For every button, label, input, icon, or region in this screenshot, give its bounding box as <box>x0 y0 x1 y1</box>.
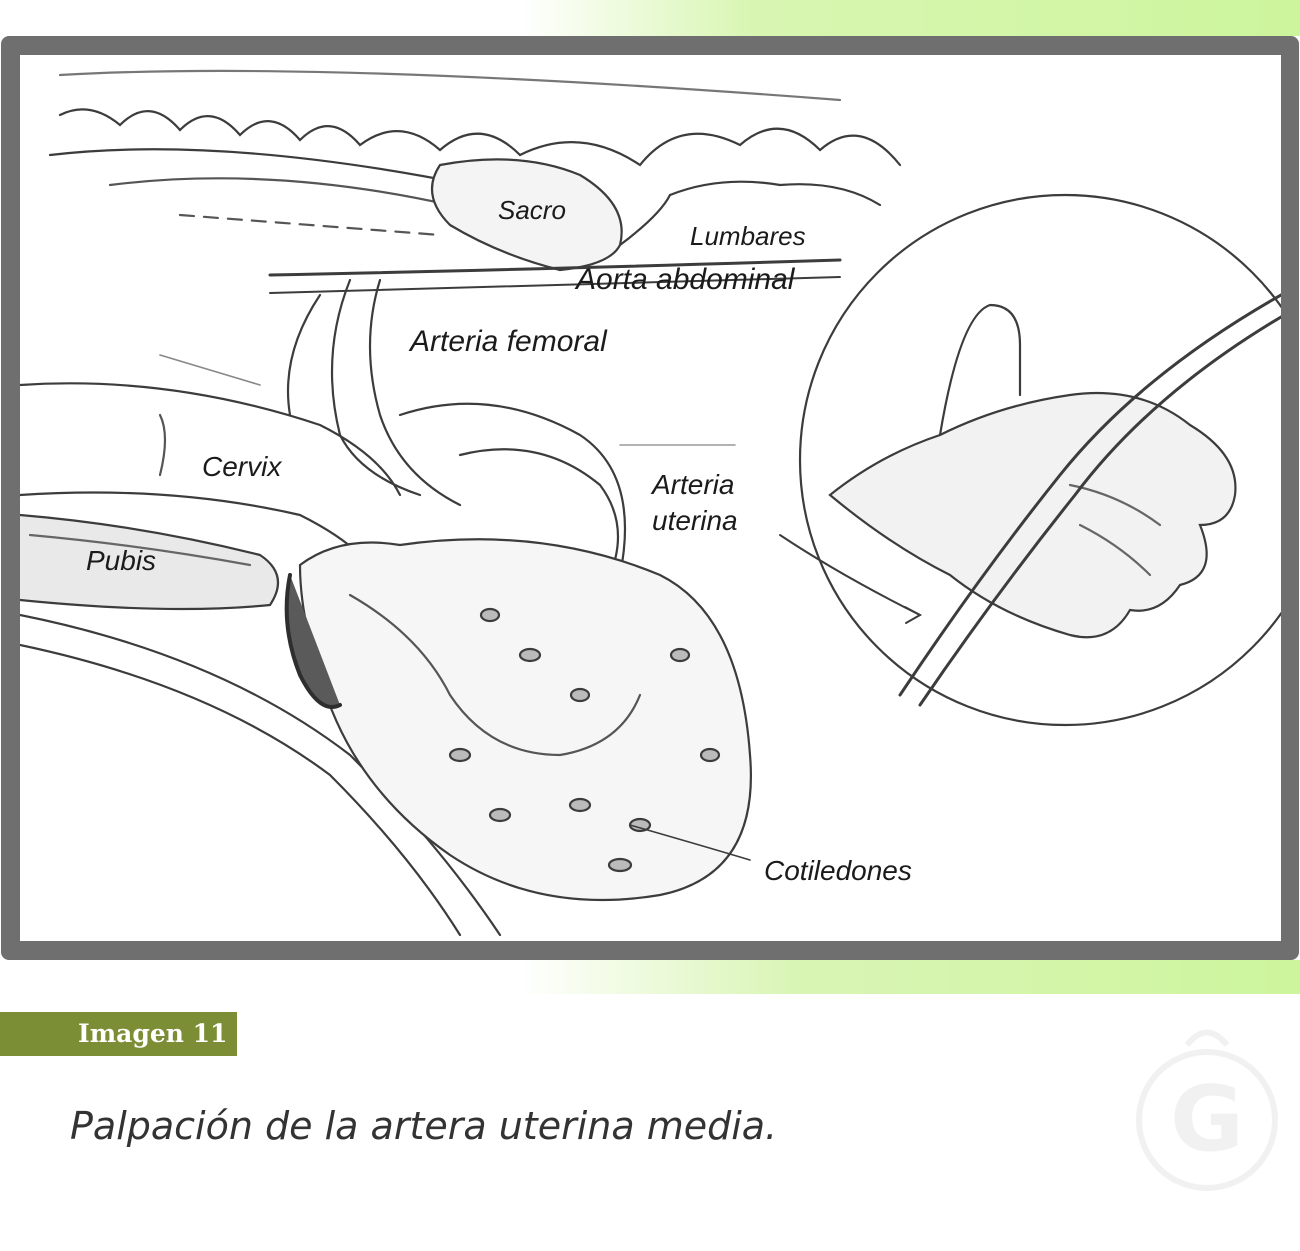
label-lumbares: Lumbares <box>690 221 806 251</box>
figure-number-label: Imagen 11 <box>78 1019 228 1048</box>
anatomy-illustration: Sacro Lumbares Aorta abdominal Arteria f… <box>20 55 1281 941</box>
label-pubis: Pubis <box>86 545 157 576</box>
label-arteria-uterina-line1: Arteria <box>652 469 735 500</box>
label-aorta-abdominal: Aorta abdominal <box>576 263 795 296</box>
label-cotiledones: Cotiledones <box>764 855 912 886</box>
svg-text:G: G <box>1170 1067 1244 1172</box>
label-arteria-uterina-line2: uterina <box>652 505 738 536</box>
figure-caption: Palpación de la artera uterina media. <box>70 1104 778 1148</box>
top-accent-band <box>0 0 1300 36</box>
figure-number-badge: Imagen 11 <box>0 1012 237 1056</box>
g-logo-icon: G <box>1136 1029 1278 1191</box>
anatomy-drawing <box>20 69 1281 937</box>
label-sacro: Sacro <box>498 195 566 225</box>
label-cervix: Cervix <box>202 451 282 482</box>
label-arteria-femoral: Arteria femoral <box>410 325 607 358</box>
bottom-accent-band <box>520 960 1300 994</box>
